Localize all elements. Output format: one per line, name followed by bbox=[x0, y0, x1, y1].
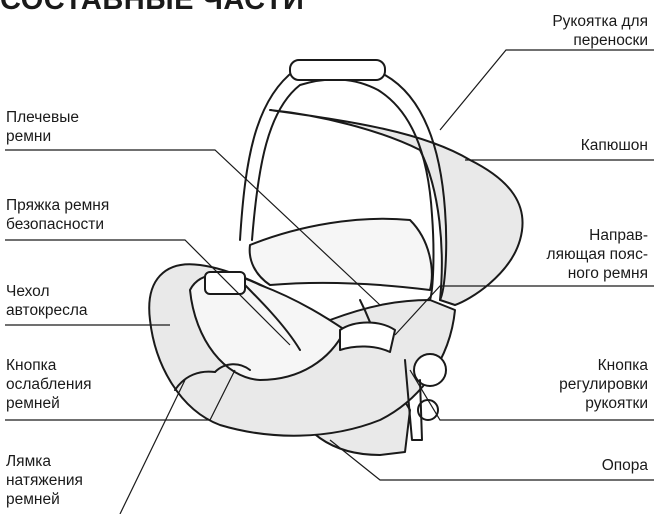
label-handle-adjust-button: Кнопка регулировки рукоятки bbox=[559, 356, 648, 413]
belt-guide bbox=[340, 323, 395, 353]
headrest bbox=[250, 219, 432, 290]
leader-handle bbox=[440, 50, 654, 130]
handle-grip bbox=[290, 60, 385, 80]
buckle bbox=[205, 272, 245, 294]
label-belt-guide: Направ- ляющая пояс- ного ремня bbox=[547, 226, 648, 283]
label-hood: Капюшон bbox=[581, 136, 648, 155]
label-tension-strap: Лямка натяжения ремней bbox=[6, 452, 83, 509]
leader-tension bbox=[120, 380, 185, 514]
page-title: СОСТАВНЫЕ ЧАСТИ bbox=[0, 0, 304, 17]
label-shoulder-straps: Плечевые ремни bbox=[6, 108, 79, 146]
label-release-button: Кнопка ослабления ремней bbox=[6, 356, 92, 413]
handle-pivot bbox=[414, 354, 446, 386]
label-buckle: Пряжка ремня безопасности bbox=[6, 196, 109, 234]
label-cover: Чехол автокресла bbox=[6, 282, 88, 320]
label-base: Опора bbox=[602, 456, 648, 475]
label-handle: Рукоятка для переноски bbox=[552, 12, 648, 50]
